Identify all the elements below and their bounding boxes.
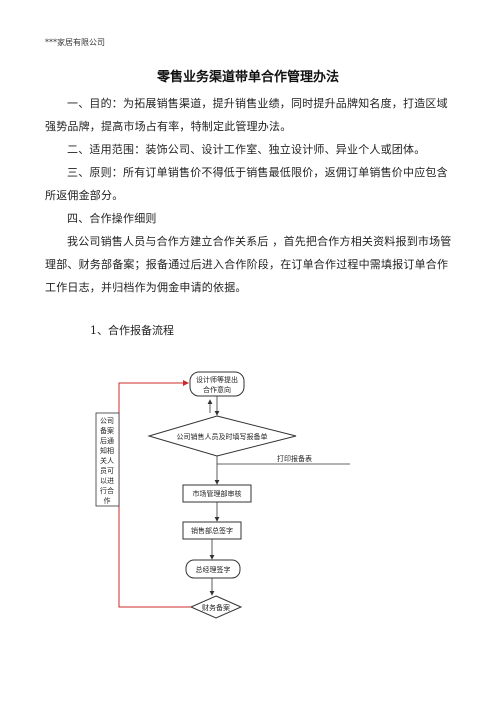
flow-start-line2: 合作意向 [203, 385, 231, 394]
flow-feedback-line [118, 380, 191, 608]
flow-print-label: 打印报备表 [277, 454, 312, 463]
flow-start-line1: 设计师等提出 [196, 375, 238, 384]
flow-subheading: 1、合作报备流程 [90, 324, 174, 337]
flow-step1-label: 市场管理部审核 [193, 489, 242, 498]
flow-step-gm-sign [185, 559, 241, 579]
side-note-line: 员可 [100, 467, 114, 475]
document-title: 零售业务渠道带单合作管理办法 [156, 70, 339, 85]
detail-paragraph: 我公司销售人员与合作方建立合作关系后 ，首先把合作方相关资料报到市场管理部、财务… [45, 235, 452, 294]
section-4-heading: 四、合作操作细则 [67, 212, 157, 225]
side-note-line: 公司 [100, 417, 114, 425]
flow-side-note: 公司 备案 后通 知相 关人 员可 以进 行合 作 [100, 417, 114, 505]
side-note-line: 关人 [100, 456, 114, 465]
side-note-line: 备案 [100, 426, 114, 435]
side-note-line: 知相 [100, 446, 114, 455]
side-note-line: 作 [104, 496, 111, 505]
company-header: ***家居有限公司 [45, 38, 105, 47]
flow-side-note-box [95, 412, 120, 507]
scope-paragraph: 二、适用范围：装饰公司、设计工作室、独立设计师、异业个人或团体。 [67, 143, 426, 156]
side-note-line: 后通 [100, 436, 114, 445]
side-note-line: 行合 [100, 486, 114, 495]
flow-step2-label: 销售部总签字 [191, 526, 233, 535]
side-note-line: 以进 [100, 477, 114, 485]
flow-end-diamond [189, 595, 243, 619]
principle-paragraph: 三、原则：所有订单销售价不得低于销售最低限价，返佣订单销售价中应包含所返佣金部分… [45, 166, 448, 202]
purpose-paragraph: 一、目的：为拓展销售渠道，提升销售业绩，同时提升品牌知名度，打造区域强势品牌，提… [45, 97, 448, 133]
flow-step3-label: 总经理签字 [196, 565, 231, 574]
flow-decision-label: 公司销售人员及时填写报备单 [177, 432, 268, 441]
flow-end-label: 财务备案 [202, 603, 230, 612]
